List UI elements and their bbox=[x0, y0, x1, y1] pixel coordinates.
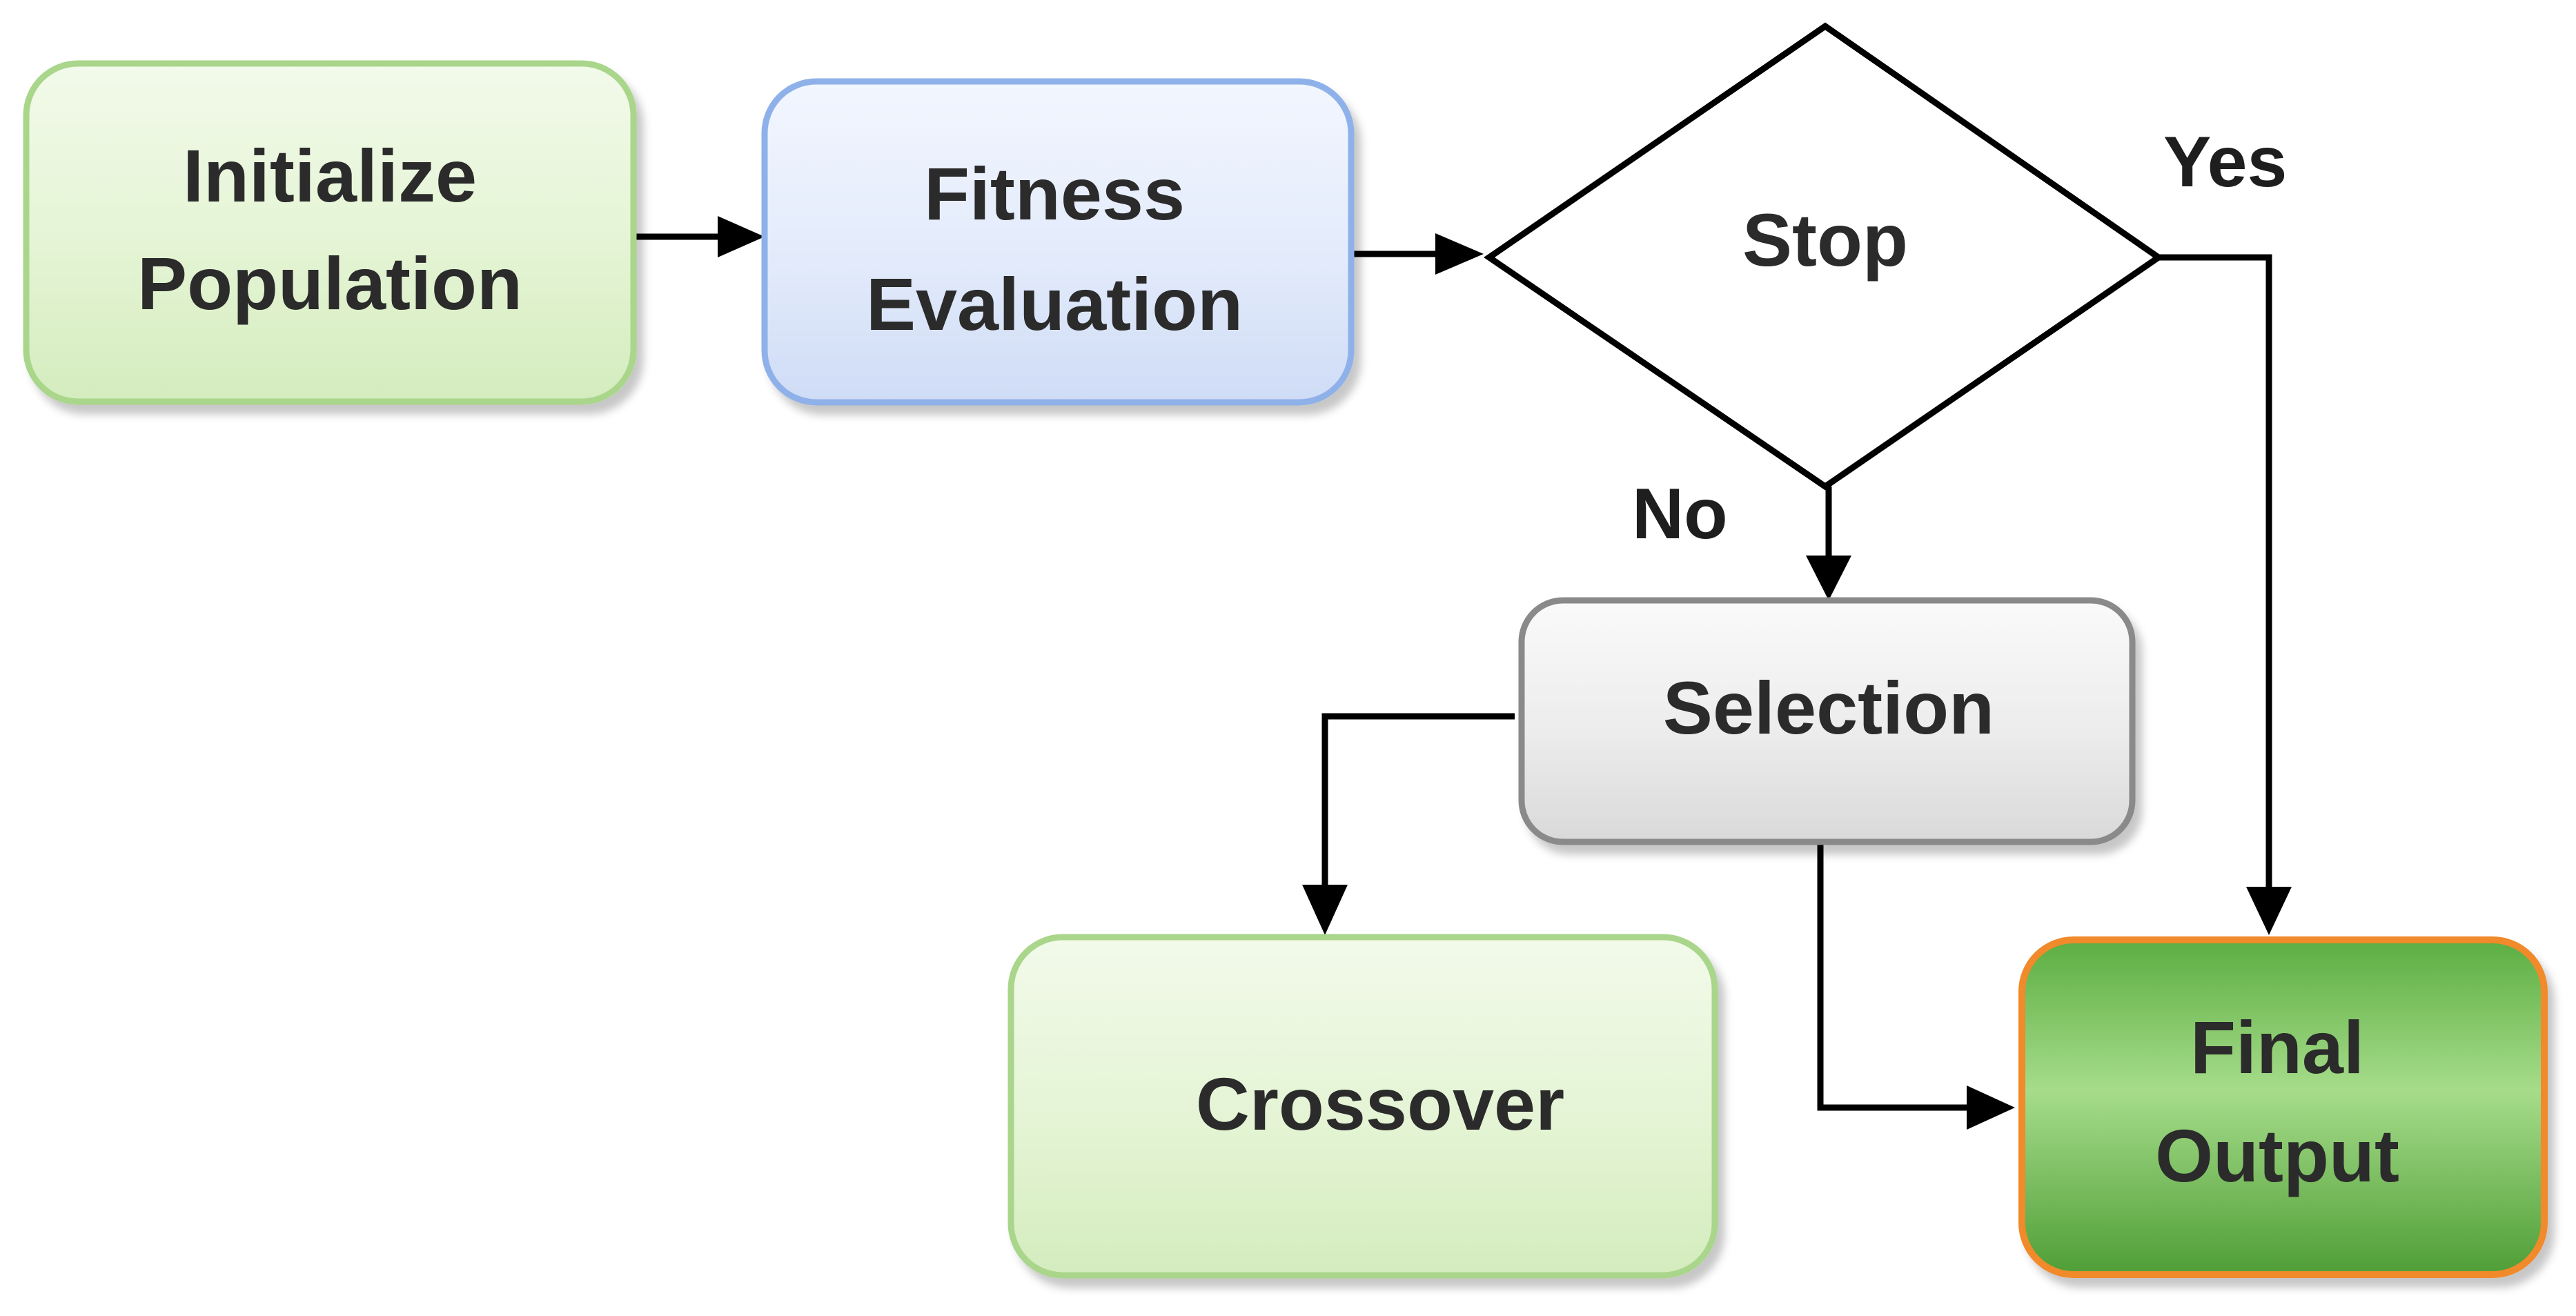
final-output-line2: Output bbox=[2155, 1114, 2399, 1197]
node-fitness-evaluation: Fitness Evaluation bbox=[761, 78, 1355, 406]
edge-selection-to-crossover bbox=[1302, 713, 1515, 935]
node-initialize-population: Initialize Population bbox=[23, 60, 637, 405]
edge-initialize-to-fitness bbox=[635, 216, 765, 257]
stop-label: Stop bbox=[1742, 198, 1908, 282]
fitness-evaluation-line1: Fitness bbox=[924, 152, 1185, 235]
final-output-line1: Final bbox=[2190, 1005, 2364, 1089]
node-crossover: Crossover bbox=[1007, 934, 1718, 1279]
fitness-evaluation-line2: Evaluation bbox=[866, 262, 1243, 346]
node-stop-decision: Stop bbox=[1484, 22, 2164, 491]
initialize-population-line1: Initialize bbox=[183, 134, 477, 217]
edge-stop-no-to-selection bbox=[1806, 487, 1851, 600]
edge-fitness-to-stop bbox=[1354, 233, 1484, 275]
node-final-output: Final Output bbox=[2018, 936, 2548, 1278]
node-selection: Selection bbox=[1518, 597, 2136, 845]
edge-label-yes: Yes bbox=[2163, 122, 2287, 202]
initialize-population-line2: Population bbox=[137, 242, 522, 325]
edge-selection-to-final-output bbox=[1817, 842, 2015, 1130]
edge-stop-yes-to-final-output bbox=[2157, 254, 2292, 935]
crossover-label: Crossover bbox=[1196, 1062, 1564, 1146]
edge-label-no: No bbox=[1632, 474, 1728, 554]
selection-label: Selection bbox=[1663, 666, 1994, 749]
